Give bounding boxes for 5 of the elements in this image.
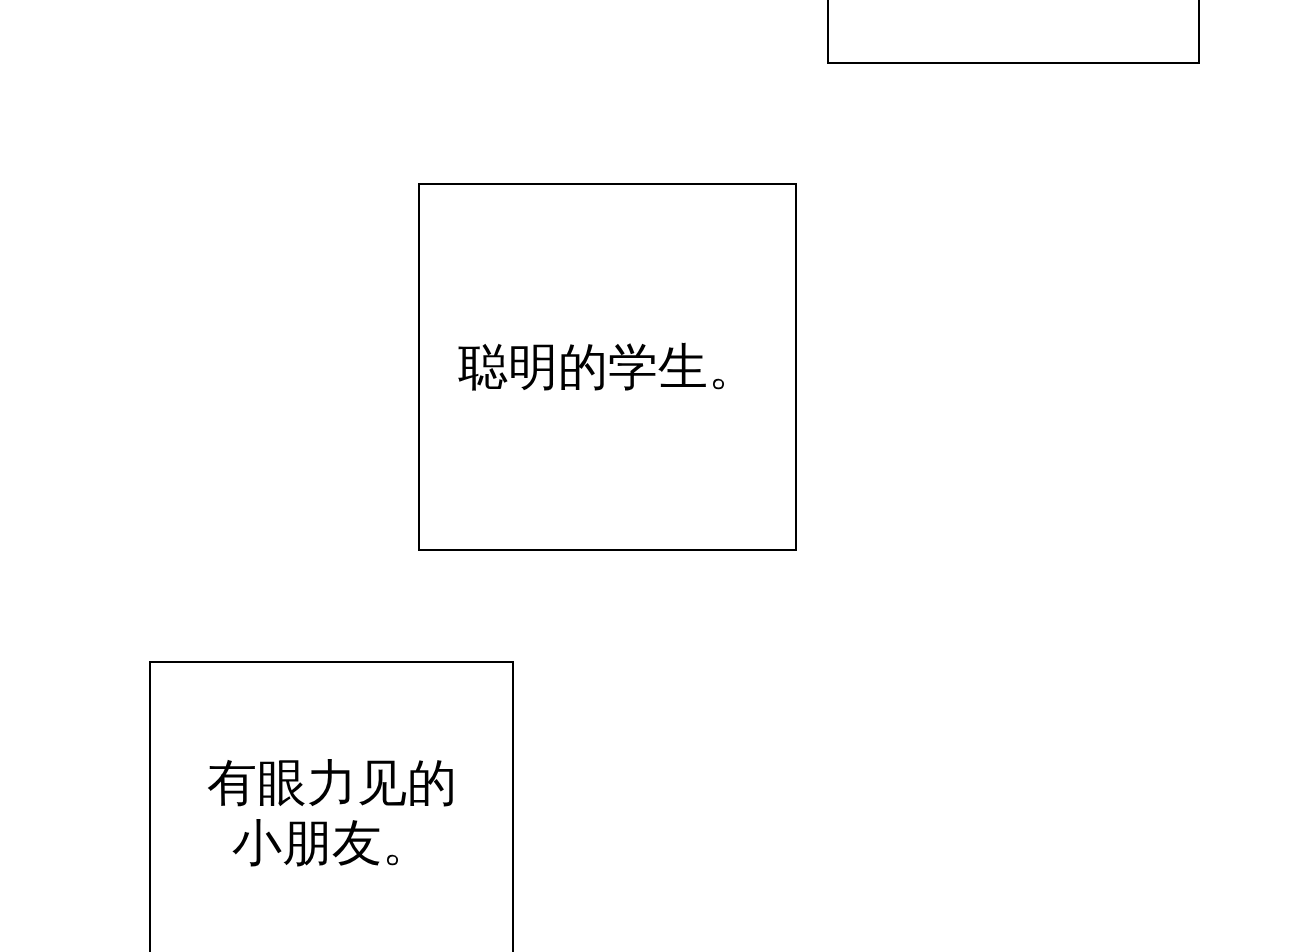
panel-frame xyxy=(827,0,1200,64)
caption-box xyxy=(418,183,797,551)
caption-box xyxy=(149,661,514,952)
caption-text: 有眼力见的小朋友。 xyxy=(205,752,458,873)
caption-text: 聪明的学生。 xyxy=(457,337,758,397)
